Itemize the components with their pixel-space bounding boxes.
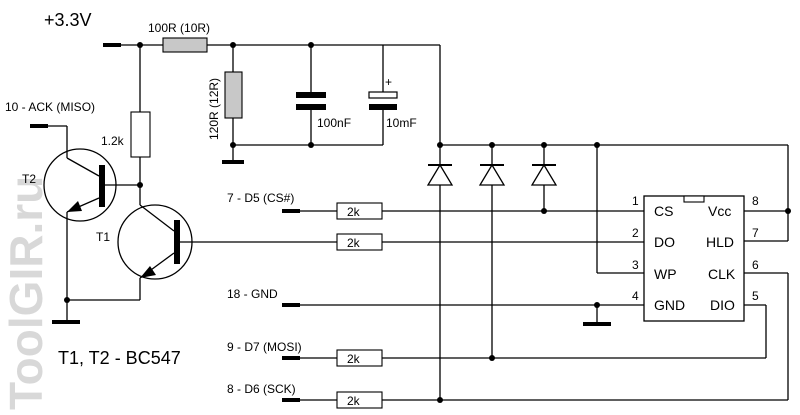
transistor-note: T1, T2 - BC547 (58, 348, 181, 368)
resistor-2k-label: 2k (347, 352, 361, 366)
chip-pin-name: DO (654, 234, 675, 250)
flash-chip (643, 195, 745, 322)
chip-pin-name: Vcc (708, 203, 731, 219)
capacitor-2-label: 10mF (386, 116, 417, 130)
chip-pin-name: DIO (710, 297, 735, 313)
chip-pin-number: 5 (752, 289, 759, 303)
watermark: ToolGIR.ru (0, 176, 52, 410)
capacitor-plate-positive (368, 91, 398, 99)
capacitor-1-label: 100nF (317, 116, 351, 130)
resistor-2k-label: 2k (347, 394, 361, 408)
capacitor-polarity: + (385, 75, 392, 89)
junction (437, 397, 443, 403)
chip-pin-number: 4 (632, 289, 639, 303)
chip-pin-number: 3 (632, 258, 639, 272)
capacitor-plate (369, 104, 397, 110)
transistor-t1-label: T1 (96, 230, 110, 244)
capacitor-plate (296, 104, 326, 110)
chip-pin-name: WP (654, 266, 677, 282)
transistor-t1 (117, 204, 337, 280)
junction (230, 142, 236, 148)
junction (308, 142, 314, 148)
transistor-t2-label: T2 (22, 172, 36, 186)
chip-pin-number: 2 (632, 226, 639, 240)
resistor-bias (130, 111, 151, 158)
transistor-t2 (43, 148, 140, 222)
junction (230, 42, 236, 48)
resistor-bias-label: 1.2k (101, 134, 125, 148)
port-mosi-label: 9 - D7 (MOSI) (227, 340, 302, 354)
resistor-shunt (224, 71, 243, 119)
junction (64, 297, 70, 303)
resistor-2k-label: 2k (347, 236, 361, 250)
chip-pin-number: 7 (752, 226, 759, 240)
port-sck-label: 8 - D6 (SCK) (227, 382, 296, 396)
capacitor-plate (296, 92, 326, 98)
junction (489, 355, 495, 361)
diode (426, 145, 454, 400)
junction (308, 42, 314, 48)
chip-pin-name: HLD (706, 234, 734, 250)
supply-label: +3.3V (44, 10, 92, 30)
chip-pin-number: 6 (752, 258, 759, 272)
chip-pin-name: CS (654, 203, 673, 219)
diode (478, 145, 506, 358)
junction (541, 208, 547, 214)
chip-pin-number: 8 (752, 194, 759, 208)
resistor-2k-label: 2k (347, 205, 361, 219)
port-ack-label: 10 - ACK (MISO) (5, 100, 95, 114)
port-cs-label: 7 - D5 (CS#) (227, 191, 294, 205)
resistor-series-label: 100R (10R) (148, 21, 210, 35)
port-gnd-label: 18 - GND (227, 287, 278, 301)
junction (785, 208, 791, 214)
diode (530, 145, 558, 211)
resistor-series (162, 37, 208, 53)
chip-pin-number: 1 (632, 194, 639, 208)
resistor-shunt-label: 120R (12R) (207, 78, 221, 140)
chip-pin-name: GND (654, 297, 685, 313)
chip-pin-name: CLK (708, 266, 736, 282)
